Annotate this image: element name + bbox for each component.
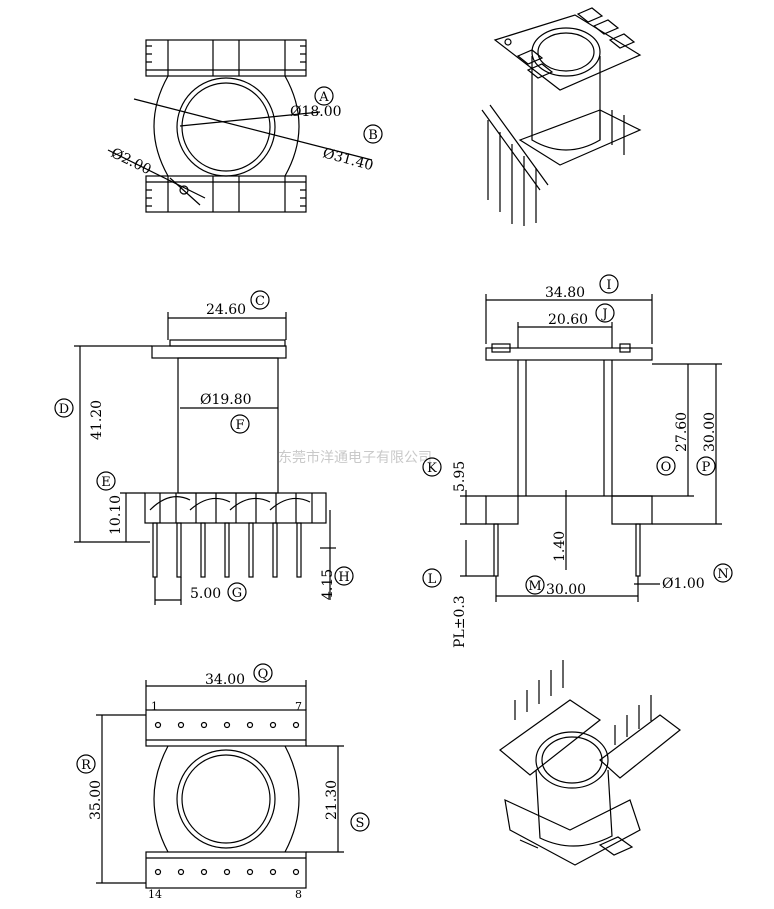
bottom-pin-pads: [154, 721, 300, 876]
callout-q: Q: [258, 667, 269, 682]
dim-inner-diameter: Ø18.00: [290, 104, 342, 120]
bottom-core-hole: [176, 749, 276, 849]
top-terminal-strip: [145, 39, 307, 77]
callout-p: P: [702, 460, 711, 475]
dim-bottom-depth: 35.00: [88, 780, 104, 820]
pin-label-1: 1: [151, 700, 158, 713]
callout-r: R: [81, 758, 92, 773]
dim-overall-width: 34.80: [545, 285, 585, 301]
watermark: 东莞市洋通电子有限公司: [278, 449, 432, 466]
callout-i: I: [606, 278, 611, 293]
callout-o: O: [661, 460, 672, 475]
top-flange: [151, 345, 287, 359]
dim-hole-diameter: Ø2.00: [108, 145, 153, 178]
side-top-flange: [485, 347, 653, 361]
callout-d: D: [59, 402, 69, 417]
callout-m: M: [528, 579, 541, 594]
dim-front-width: 24.60: [206, 302, 246, 318]
dim-pin-diameter: Ø1.00: [662, 576, 705, 592]
dim-outer-diameter: Ø31.40: [321, 145, 375, 174]
side-view: 34.80 I 20.60 J 27.60 O 30.00 P 5.95 K 1…: [422, 274, 733, 648]
dim-pin-length-tolerance: PL±0.3: [452, 595, 468, 648]
front-pins: [152, 522, 302, 578]
callout-s: S: [356, 816, 365, 831]
front-view: 24.60 C Ø19.80 F 41.20 D 10.10 E 5.00 G …: [54, 290, 354, 605]
dim-core-diameter: Ø19.80: [200, 392, 252, 408]
bottom-flange-outline: [153, 745, 300, 853]
callout-e: E: [101, 475, 111, 490]
pin-label-7: 7: [295, 700, 302, 713]
callout-b: B: [368, 128, 378, 143]
dim-pin-pitch: 5.00: [190, 586, 221, 602]
isometric-view-top: [481, 7, 642, 226]
dim-inner-width: 20.60: [548, 312, 588, 328]
bottom-bottom-strip: [145, 851, 307, 889]
callout-g: G: [232, 586, 242, 601]
top-view: Ø18.00 Ø31.40 Ø2.00 A B: [107, 39, 383, 213]
callout-c: C: [255, 294, 265, 309]
bottom-view: 34.00 Q 35.00 R 21.30 S 1 7 14 8: [76, 663, 370, 901]
dim-winding-height: 27.60: [674, 412, 690, 452]
dim-front-height: 41.20: [89, 400, 105, 440]
callout-k: K: [427, 461, 437, 476]
pin-label-14: 14: [148, 888, 162, 901]
dim-pin-length: 4.15: [320, 569, 336, 600]
dim-total-height: 30.00: [702, 412, 718, 452]
dim-base-height: 10.10: [108, 495, 124, 535]
dim-bottom-width: 34.00: [205, 672, 245, 688]
side-right-foot: [611, 495, 653, 525]
callout-a: A: [318, 90, 329, 105]
dim-flange-offset: 5.95: [452, 461, 468, 492]
core-tube: [177, 357, 279, 494]
bottom-top-strip: [145, 709, 307, 747]
side-left-foot: [485, 495, 519, 525]
pin-label-8: 8: [295, 888, 302, 901]
callout-l: L: [428, 572, 437, 587]
callout-h: H: [338, 570, 349, 585]
isometric-view-bottom: [499, 660, 681, 866]
dim-step: 1.40: [552, 531, 568, 562]
core-hole: [176, 77, 276, 177]
flange-outline: [153, 75, 300, 177]
callout-n: N: [717, 567, 728, 582]
callout-j: J: [600, 307, 607, 322]
callout-f: F: [235, 418, 244, 433]
dim-bottom-span: 21.30: [324, 780, 340, 820]
dim-pin-row: 30.00: [546, 582, 586, 598]
